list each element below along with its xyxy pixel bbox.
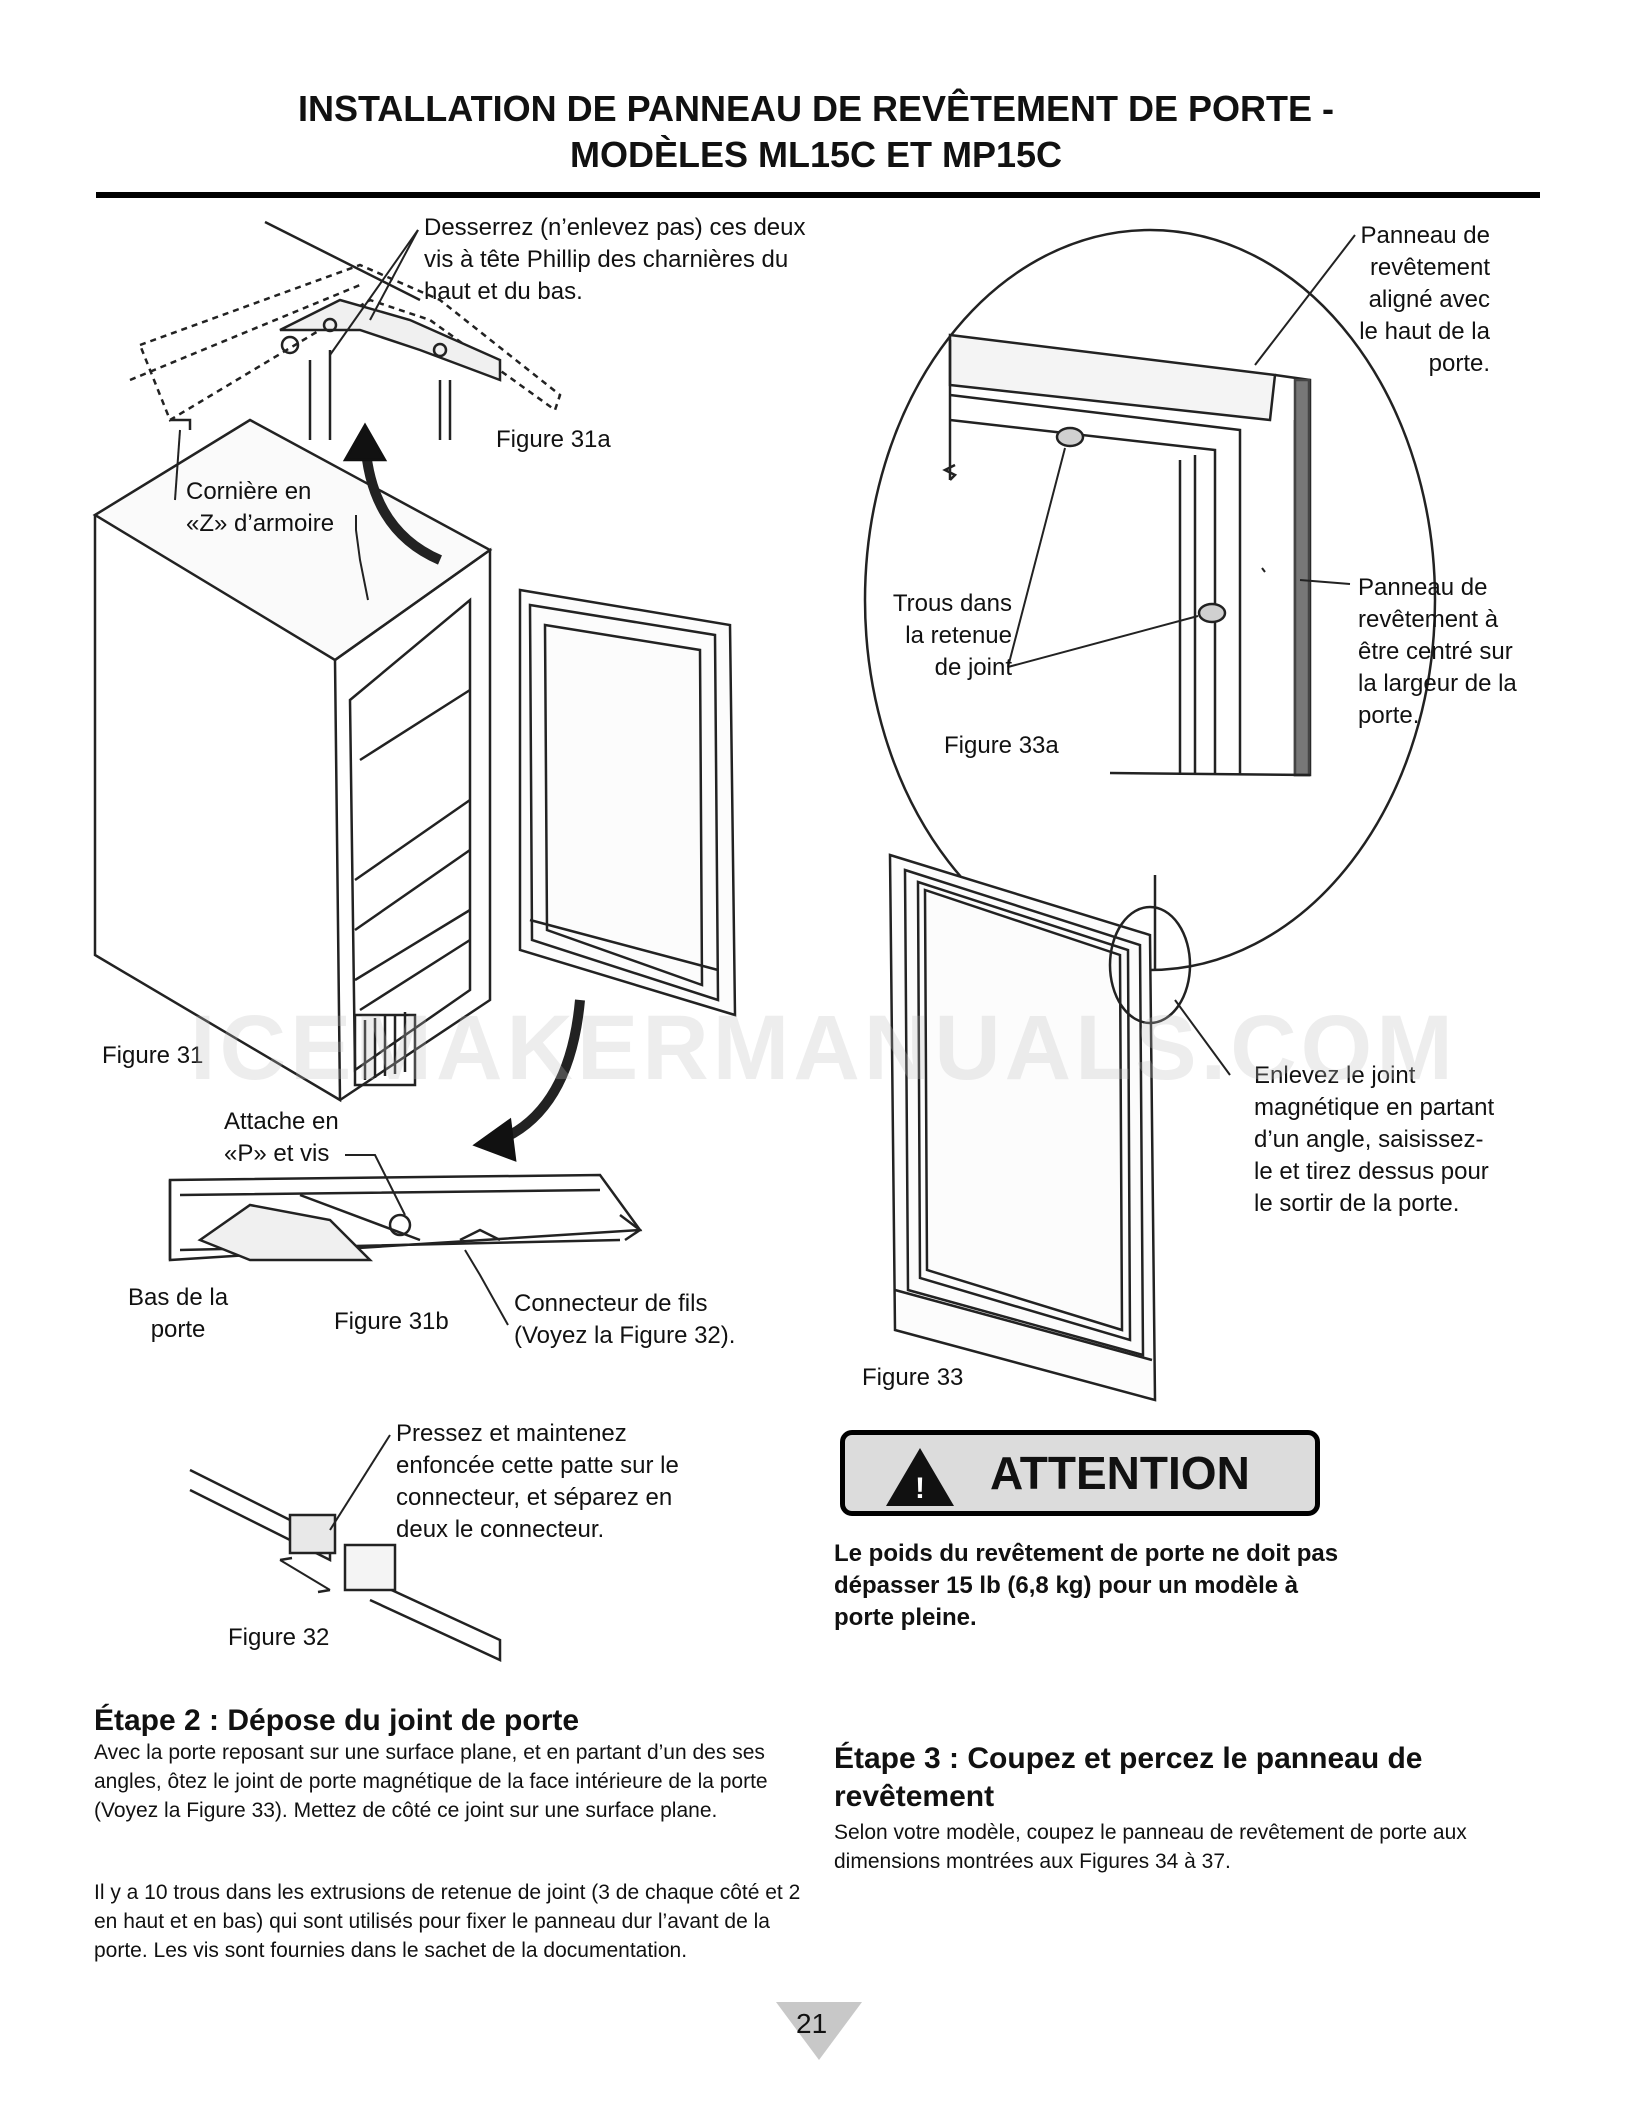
step3-paragraph-1: Selon votre modèle, coupez le panneau de… (834, 1821, 1467, 1873)
z-bracket-callout: Cornière en «Z» d’armoire (186, 478, 335, 537)
page-number: 21 (796, 2008, 828, 2039)
figure-33-label: Figure 33 (862, 1364, 964, 1391)
panel-centered-callout: Panneau de revêtement à être centré sur … (1358, 574, 1517, 729)
remove-gasket-callout: Enlevez le joint magnétique en partant d… (1254, 1062, 1495, 1217)
figure-31b-label: Figure 31b (334, 1308, 449, 1335)
figure-32-label: Figure 32 (228, 1624, 330, 1651)
figure-31-label: Figure 31 (102, 1042, 204, 1069)
figure-32-connector-drawing (189, 1468, 502, 1662)
page-title-line1: INSTALLATION DE PANNEAU DE REVÊTEMENT DE… (297, 88, 1335, 129)
header-rule (96, 192, 1540, 198)
leader-lines (174, 229, 1356, 1531)
step3-heading: Étape 3 : Coupez et percez le panneau de… (834, 1742, 1423, 1813)
figure-33-door-drawing (888, 853, 1192, 1402)
page-title-line2: MODÈLES ML15C ET MP15C (569, 134, 1063, 175)
page-number-triangle-icon (776, 2002, 862, 2060)
figure-31a-hinge-drawing (129, 220, 562, 440)
warning-triangle-icon: ! (886, 1448, 954, 1506)
step2-heading: Étape 2 : Dépose du joint de porte (94, 1704, 580, 1737)
press-tab-callout: Pressez et maintenez enfoncée cette patt… (396, 1420, 679, 1543)
figure-33a-label: Figure 33a (944, 732, 1059, 759)
panel-aligned-callout: Panneau de revêtement aligné avec le hau… (1359, 222, 1490, 377)
warning-icon-symbol: ! (915, 1472, 925, 1505)
step2-paragraph-2: Il y a 10 trous dans les extrusions de r… (94, 1881, 801, 1962)
figure-31a-label: Figure 31a (496, 426, 611, 453)
figure-31b-hinge-drawing (168, 1173, 643, 1262)
loosen-screws-callout: Desserrez (n’enlevez pas) ces deux vis à… (424, 214, 806, 305)
p-clip-callout: Attache en «P» et vis (224, 1108, 339, 1167)
watermark: ICEMAKERMANUALS.COM (190, 997, 1457, 1099)
figure-31-cabinet-drawing (92, 418, 737, 1162)
attention-text: Le poids du revêtement de porte ne doit … (834, 1540, 1339, 1631)
door-bottom-callout: Bas de la porte (128, 1284, 229, 1343)
attention-title: ATTENTION (990, 1447, 1250, 1499)
step2-paragraph-1: Avec la porte reposant sur une surface p… (94, 1741, 768, 1822)
wire-connector-callout: Connecteur de fils (Voyez la Figure 32). (514, 1290, 736, 1349)
gasket-holes-callout: Trous dans la retenue de joint (892, 590, 1012, 681)
figure-33a-detail-drawing (863, 228, 1437, 972)
